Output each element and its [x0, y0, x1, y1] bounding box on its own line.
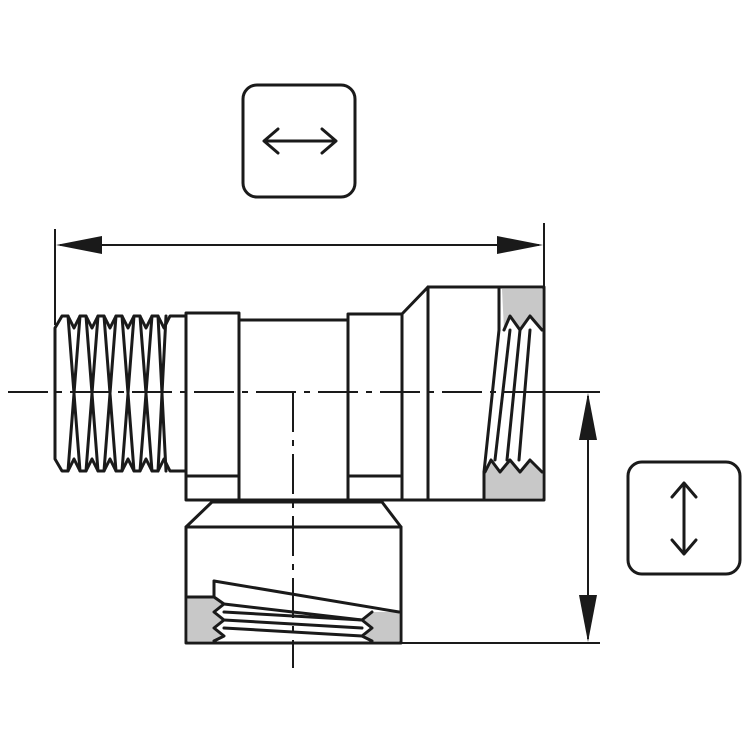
center-lines [8, 391, 600, 668]
left-collar [184, 311, 241, 502]
right-collar [346, 312, 404, 502]
male-thread-end [53, 314, 188, 473]
right-chamfer [400, 285, 430, 502]
horizontal-double-arrow-icon [262, 127, 338, 155]
length-dimension-line [54, 223, 545, 325]
vertical-double-arrow-icon [670, 481, 698, 556]
height-dimension-icon-box [626, 460, 742, 576]
length-dimension-icon-box [241, 83, 357, 199]
female-thread-end-right [426, 285, 546, 502]
